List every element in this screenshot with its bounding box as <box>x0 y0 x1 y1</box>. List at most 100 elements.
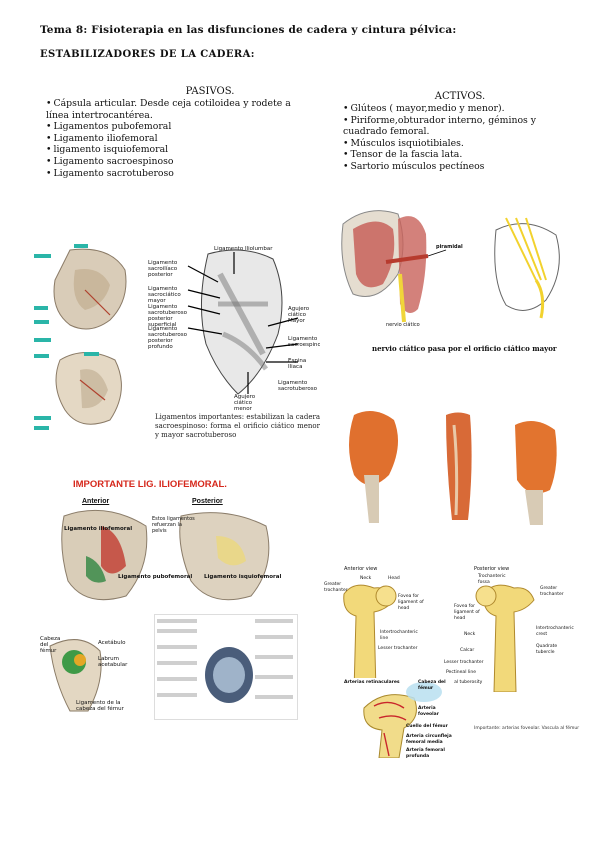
label-pubofemoral: Ligamento pubofemoral <box>118 574 193 580</box>
list-item: Ligamento sacroespinoso <box>46 156 311 168</box>
label-piramidal: piramidal <box>436 244 463 250</box>
femoral-head-figure: Cabeza del fémur Acetábulo Labrum acetab… <box>40 626 136 718</box>
sacral-ligaments-figure: Ligamento Iliolumbar Ligamento sacroilía… <box>148 244 320 410</box>
list-item: ligamento isquiofemoral <box>46 144 311 156</box>
label-sacrotuberoso-prof: Ligamento sacrotuberoso posterior profun… <box>148 326 188 350</box>
label-sacroespinoso: Ligamento sacroespinoso <box>288 336 320 348</box>
figure-label <box>34 416 52 420</box>
vessel-note: Importante: arterias foveolar. Vascula a… <box>474 726 580 731</box>
label-espina: Espina Iliaca <box>288 358 307 370</box>
label-posterior: Posterior <box>192 498 223 505</box>
label-il: Intertrochanteric line <box>380 630 418 641</box>
label-sacroiliaco: Ligamento sacroilíaco posterior <box>148 260 178 278</box>
plexus-illustration <box>494 217 560 319</box>
activos-heading: ACTIVOS. <box>434 91 486 102</box>
label-isquiofemoral: Ligamento isquiofemoral <box>204 574 282 580</box>
iliofemoral-illustration <box>61 509 270 601</box>
list-item: Ligamento sacrotuberoso <box>46 168 311 180</box>
page-title: Tema 8: Fisioterapia en las disfunciones… <box>40 24 457 36</box>
label-circunfleja: Arteria circunfleja femoral media <box>406 734 452 745</box>
femur-figure: Anterior view Posterior view Greater tro… <box>314 566 576 692</box>
label-neck: Neck <box>360 576 372 581</box>
label-cabeza: Cabeza del fémur <box>40 636 61 654</box>
acetabulum-illustration <box>157 619 293 703</box>
muscle-figure-2 <box>428 405 494 527</box>
label-posterior-view: Posterior view <box>474 566 510 572</box>
figure-label <box>34 354 50 358</box>
list-item: Sartorio músculos pectíneos <box>343 161 558 173</box>
list-item: Piriforme,obturador interno, géminos y c… <box>343 115 558 138</box>
figure-label <box>34 254 52 258</box>
muscle-figure-1 <box>334 405 418 525</box>
label-lt: Lesser trochanter <box>378 646 418 651</box>
list-item: Cápsula articular. Desde ceja cotiloidea… <box>46 98 311 121</box>
list-item: Ligamentos pubofemoral <box>46 121 311 133</box>
muscle-figure-3 <box>505 405 567 529</box>
label-lig-cabeza: Ligamento de la cabeza del fémur <box>76 700 124 712</box>
label-anterior: Anterior <box>82 498 110 505</box>
list-item: Tensor de la fascia lata. <box>343 149 558 161</box>
figure-label <box>74 244 89 248</box>
label-foveolar: Arteria foveolar <box>418 706 439 717</box>
femur-illustration <box>343 584 535 692</box>
activos-list: Glúteos ( mayor,medio y menor). Piriform… <box>343 103 558 173</box>
sacro-caption: Ligamentos importantes: estabilizan la c… <box>155 413 320 439</box>
muscle-illustration-1 <box>349 411 398 523</box>
acetabulum-figure <box>154 614 298 720</box>
label-femoral-profunda: Arteria femoral profunda <box>406 748 445 758</box>
list-item: Músculos isquiotibiales. <box>343 138 558 150</box>
label-gt-post: Greater trochanter <box>540 586 564 597</box>
label-cabeza-femur: Cabeza del fémur <box>418 680 446 691</box>
muscle-illustration-2 <box>446 412 472 520</box>
femoral-head-illustration <box>49 639 102 712</box>
label-iliofemoral: Ligamento iliofemoral <box>64 526 133 532</box>
figure-label <box>84 352 100 356</box>
figure-label <box>34 338 52 342</box>
label-cuello: Cuello del fémur <box>406 724 448 729</box>
label-agujero-menor: Agujero ciático menor <box>234 394 256 410</box>
figure-label <box>34 320 50 324</box>
label-head: Head <box>388 576 400 581</box>
label-pl: Pectineal line <box>446 670 476 675</box>
label-sacrociatico: Ligamento sacrociático mayor <box>148 286 181 304</box>
sacrum-illustration <box>187 249 299 395</box>
label-tf: Trochanteric fossa <box>478 574 506 585</box>
gluteal-illustration <box>341 210 447 323</box>
label-lt-post: Lesser trochanter <box>444 660 484 665</box>
pelvis-ligaments-figure <box>30 240 142 436</box>
label-labrum: Labrum acetabular <box>98 656 128 668</box>
gluteal-muscles-figure: piramidal nervio ciático <box>338 204 476 330</box>
label-agujero-mayor: Agujero ciático Mayor <box>288 306 310 324</box>
label-calcar: Calcar <box>460 648 475 653</box>
label-qt: Quadrate tubercle <box>536 644 558 655</box>
vessels-illustration <box>363 682 442 758</box>
label-retinaculares: Arterias retinaculares <box>344 680 400 685</box>
sacral-plexus-figure <box>486 210 570 322</box>
figure-label <box>34 306 49 310</box>
nerve-caption: nervio ciático pasa por el orificio ciát… <box>372 344 557 353</box>
femoral-vessels-figure: Arterias retinaculares Cabeza del fémur … <box>344 678 454 758</box>
iliofemoral-heading: IMPORTANTE LIG. ILIOFEMORAL. <box>73 479 227 490</box>
section-subtitle: ESTABILIZADORES DE LA CADERA: <box>40 49 255 60</box>
label-gtub: Gluteal tuberosity <box>442 680 483 685</box>
muscle-illustration-3 <box>515 421 557 525</box>
label-gt: Greater trochanter <box>324 582 348 593</box>
pelvis-illustration <box>53 248 127 425</box>
iliofemoral-figure: Anterior Posterior Ligamento iliofemoral… <box>56 496 284 611</box>
label-sacrotuberoso-sup: Ligamento sacrotuberoso posterior superf… <box>148 304 188 328</box>
label-iliolumbar: Ligamento Iliolumbar <box>214 246 273 252</box>
label-nervio-ciatico: nervio ciático <box>386 322 420 328</box>
figure-label <box>34 426 50 430</box>
ilio-note: Estos ligamentos refuerzan la pelvis <box>152 516 195 534</box>
label-acetabulo: Acetábulo <box>98 640 126 646</box>
label-ic: Intertrochanteric crest <box>536 626 574 637</box>
label-fovea: Fovea for ligament of head <box>398 594 424 611</box>
label-fovea-post: Fovea for ligament of head <box>454 604 480 621</box>
label-neck-post: Neck <box>464 632 476 637</box>
label-sacrotuberoso: Ligamento sacrotuberoso <box>278 380 318 392</box>
pasivos-list: Cápsula articular. Desde ceja cotiloidea… <box>46 98 311 179</box>
pasivos-heading: PASIVOS. <box>185 86 235 97</box>
list-item: Glúteos ( mayor,medio y menor). <box>343 103 558 115</box>
label-anterior-view: Anterior view <box>344 566 378 572</box>
list-item: Ligamento iliofemoral <box>46 133 311 145</box>
